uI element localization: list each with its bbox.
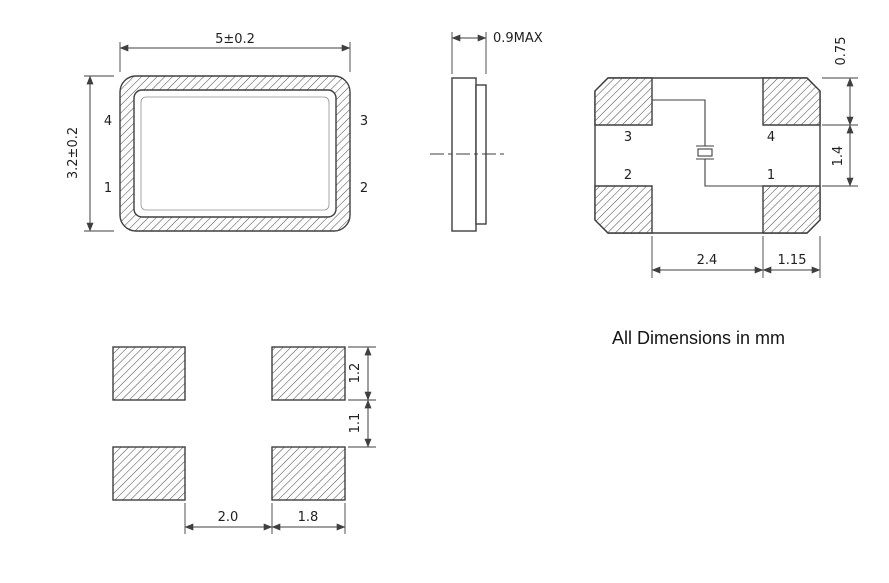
- top-view-width-dimension: 5±0.2: [119, 32, 351, 72]
- top-view-inner-cavity: [133, 89, 337, 218]
- land-pattern: 1.2 1.1 2.0 1.8: [112, 346, 376, 534]
- land-pad-top-left: [112, 346, 186, 401]
- bottom-view-pad-gap-label: 1.4: [831, 146, 846, 167]
- land-pad-bottom-left: [112, 446, 186, 501]
- bottom-view-bottom-dimensions: 2.4 1.15: [651, 236, 821, 278]
- bottom-view-inner-span-label: 2.4: [697, 253, 718, 268]
- top-view-pad-label-2: 2: [360, 181, 368, 196]
- bottom-view-pad-label-1: 1: [767, 168, 775, 183]
- bottom-view-pad-2: [594, 185, 653, 234]
- side-view: 0.9MAX: [430, 31, 543, 232]
- top-view-pad-label-1: 1: [104, 181, 112, 196]
- land-row-gap-label: 1.1: [348, 413, 363, 434]
- bottom-view-pad-label-4: 4: [767, 130, 775, 145]
- top-view-height-dimension: 3.2±0.2: [66, 75, 114, 232]
- crystal-wire-top: [652, 99, 706, 146]
- land-pattern-right-dimensions: 1.2 1.1: [348, 346, 376, 448]
- crystal-circuit: [652, 99, 763, 187]
- top-view-pad-label-3: 3: [360, 114, 368, 129]
- bottom-view-pad-4: [762, 77, 821, 126]
- bottom-view-pad-3: [594, 77, 653, 126]
- bottom-view-pad-label-2: 2: [624, 168, 632, 183]
- side-view-thickness-label: 0.9MAX: [493, 31, 543, 46]
- land-pad-bottom-right: [271, 446, 346, 501]
- land-pattern-bottom-dimensions: 2.0 1.8: [184, 503, 346, 534]
- bottom-view-pad-label-3: 3: [624, 130, 632, 145]
- crystal-symbol: [697, 148, 713, 157]
- side-view-thickness-dimension: 0.9MAX: [451, 31, 543, 74]
- top-view-pad-label-4: 4: [104, 114, 112, 129]
- bottom-view-pad-width-label: 1.15: [778, 253, 807, 268]
- dimensions-note: All Dimensions in mm: [612, 328, 785, 348]
- land-pad-width-label: 1.8: [298, 510, 319, 525]
- top-view-height-label: 3.2±0.2: [66, 127, 81, 179]
- bottom-view-pad-1: [762, 185, 821, 234]
- land-pad-top-right: [271, 346, 346, 401]
- bottom-view: 3 4 2 1 0.75 1.4 2.4: [594, 37, 858, 278]
- land-pad-height-label: 1.2: [348, 363, 363, 384]
- top-view-lid-seam: [140, 96, 330, 211]
- top-view: 5±0.2 3.2±0.2 4 1 3 2: [66, 32, 368, 232]
- crystal-wire-bottom: [704, 159, 763, 187]
- bottom-view-right-dimensions: 0.75 1.4: [822, 37, 858, 187]
- land-col-gap-label: 2.0: [218, 510, 239, 525]
- bottom-view-pad-height-label: 0.75: [834, 37, 849, 66]
- top-view-width-label: 5±0.2: [215, 32, 255, 47]
